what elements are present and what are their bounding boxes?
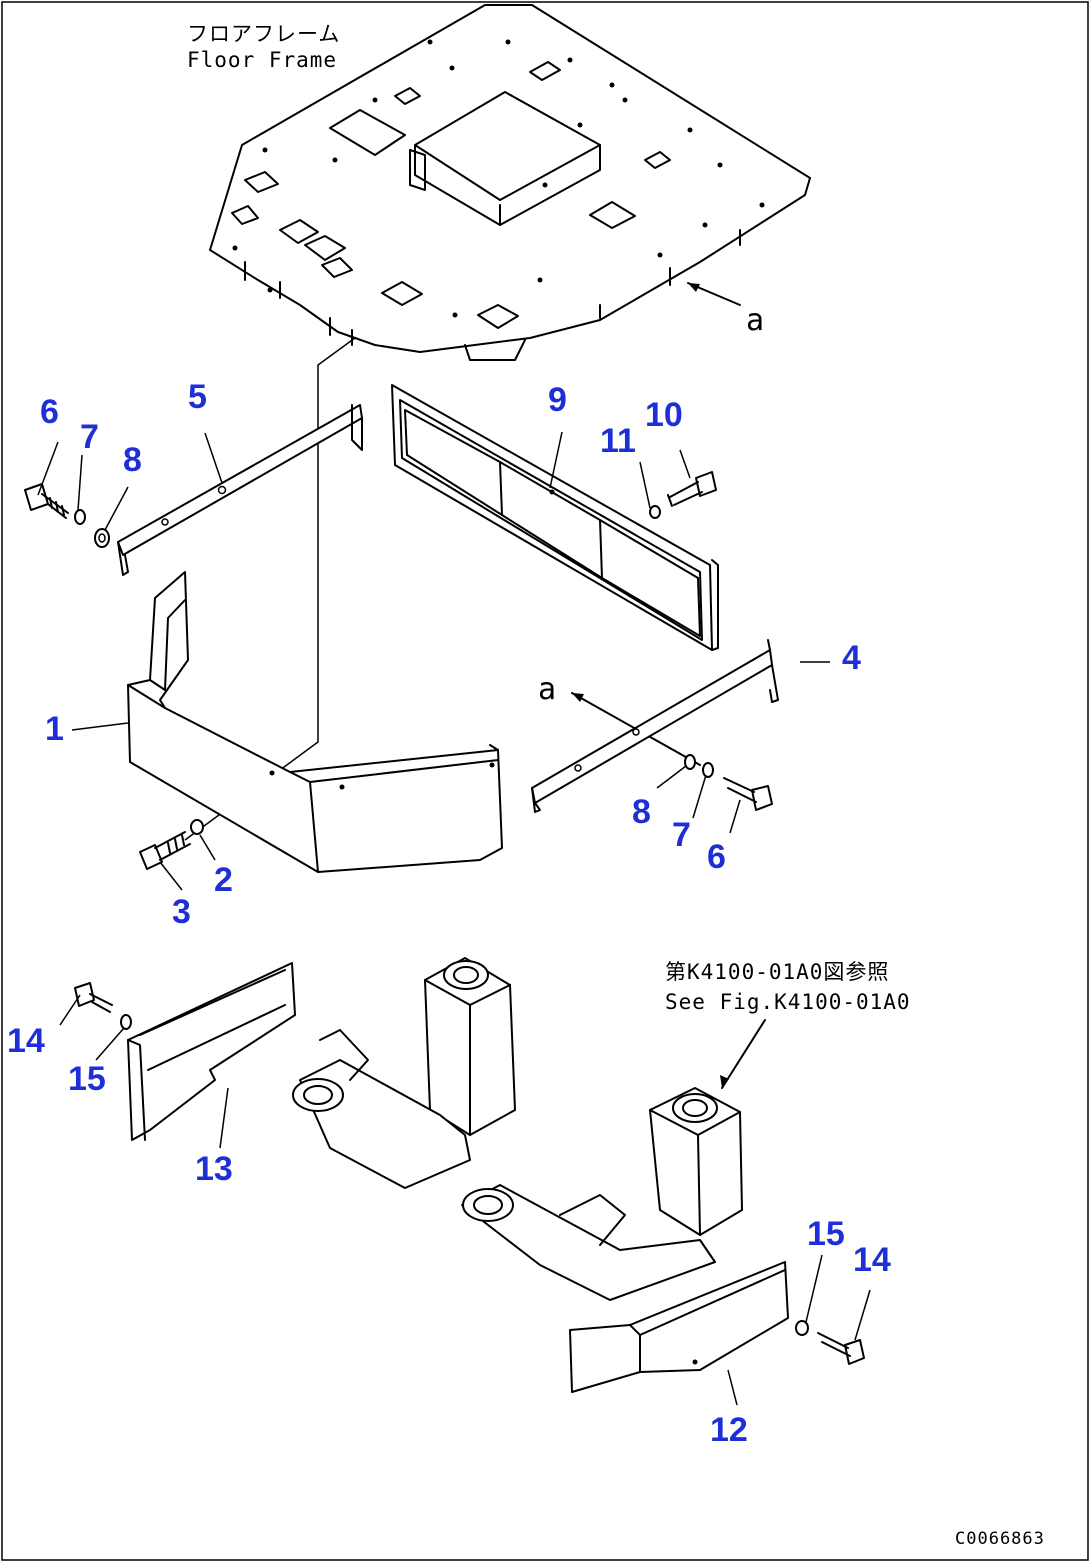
- part-7-washer-left: [74, 509, 86, 525]
- callout-12: 12: [710, 1411, 748, 1449]
- callout-8-left: 8: [123, 441, 142, 479]
- part-15-washer-left: [120, 1014, 132, 1030]
- part-15-washer-right: [795, 1320, 809, 1336]
- callout-13: 13: [195, 1150, 233, 1188]
- view-marker-mid: a: [538, 672, 557, 707]
- reference-note-en: See Fig.K4100-01A0: [665, 990, 911, 1014]
- part-13-cover: [127, 962, 296, 1141]
- view-marker-top: a: [746, 303, 765, 338]
- callout-15-right: 15: [807, 1215, 845, 1253]
- callout-14-right: 14: [853, 1241, 891, 1279]
- part-7-washer-right: [702, 762, 714, 778]
- callout-7-left: 7: [80, 418, 99, 456]
- callout-11: 11: [600, 422, 636, 460]
- reference-note-jp: 第K4100-01A0図参照: [665, 960, 890, 984]
- part-11-washer: [649, 505, 661, 519]
- callout-1: 1: [45, 710, 64, 748]
- leader-lines: [37, 431, 871, 1406]
- callout-2: 2: [214, 861, 233, 899]
- callout-10: 10: [645, 396, 683, 434]
- callout-14-left: 14: [7, 1022, 45, 1060]
- part-14-bolt-right: [817, 1332, 865, 1365]
- part-8-washer-right: [684, 754, 696, 770]
- part-14-bolt-left: [74, 982, 113, 1013]
- floor-frame-label-en: Floor Frame: [187, 48, 338, 72]
- callout-9: 9: [548, 381, 567, 419]
- callout-6-left: 6: [40, 393, 59, 431]
- part-1-cover: [127, 571, 503, 873]
- figure-code: C0066863: [955, 1529, 1045, 1549]
- part-6-bolt-right: [723, 777, 773, 811]
- part-3-bolt: [139, 831, 191, 870]
- callout-8-right: 8: [632, 793, 651, 831]
- callout-3: 3: [172, 893, 191, 931]
- floor-frame-plate: [209, 4, 811, 361]
- part-6-bolt-left: [24, 483, 69, 519]
- part-2-washer: [190, 819, 204, 835]
- floor-frame-label-jp: フロアフレーム: [187, 22, 341, 46]
- cab-mount-frame: [292, 957, 743, 1301]
- reference-leader: [721, 1019, 766, 1089]
- callout-6-right: 6: [707, 838, 726, 876]
- part-4-bracket: [531, 639, 779, 813]
- part-12-cover: [569, 1261, 789, 1393]
- callout-4: 4: [842, 639, 861, 677]
- callout-15-left: 15: [68, 1060, 106, 1098]
- callout-5: 5: [188, 378, 207, 416]
- part-10-bolt: [667, 471, 717, 507]
- callout-7-right: 7: [672, 816, 691, 854]
- part-5-bracket: [117, 404, 363, 576]
- part-9-panel: [391, 384, 719, 651]
